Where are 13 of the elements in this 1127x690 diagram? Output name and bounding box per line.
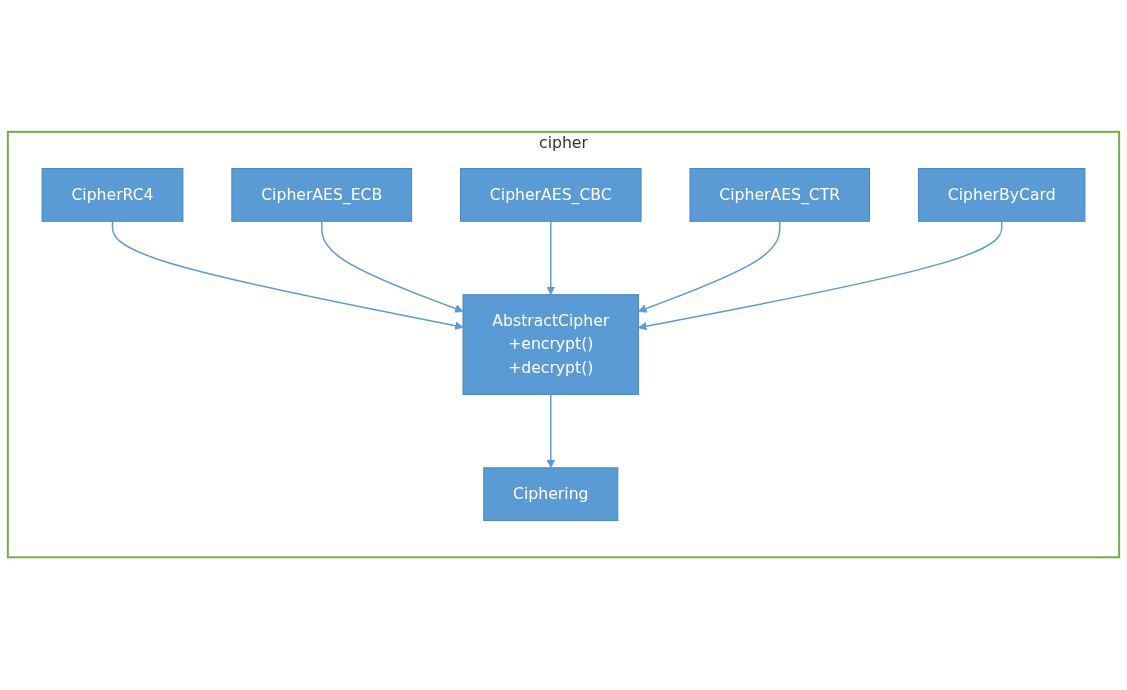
arrow <box>638 221 1003 331</box>
node-box: AbstractCipher +encrypt() +decrypt() <box>462 294 640 396</box>
arrow <box>546 221 556 296</box>
node-box: Ciphering <box>483 467 619 522</box>
node-box: CipherByCard <box>917 168 1086 223</box>
arrow <box>321 221 464 314</box>
arrow <box>111 221 464 331</box>
arrow <box>638 221 781 314</box>
node-box: CipherAES_ECB <box>231 168 413 223</box>
node-box: CipherAES_CTR <box>689 168 871 223</box>
arrow <box>546 394 556 469</box>
node-box: CipherAES_CBC <box>460 168 642 223</box>
node-box: CipherRC4 <box>41 168 184 223</box>
